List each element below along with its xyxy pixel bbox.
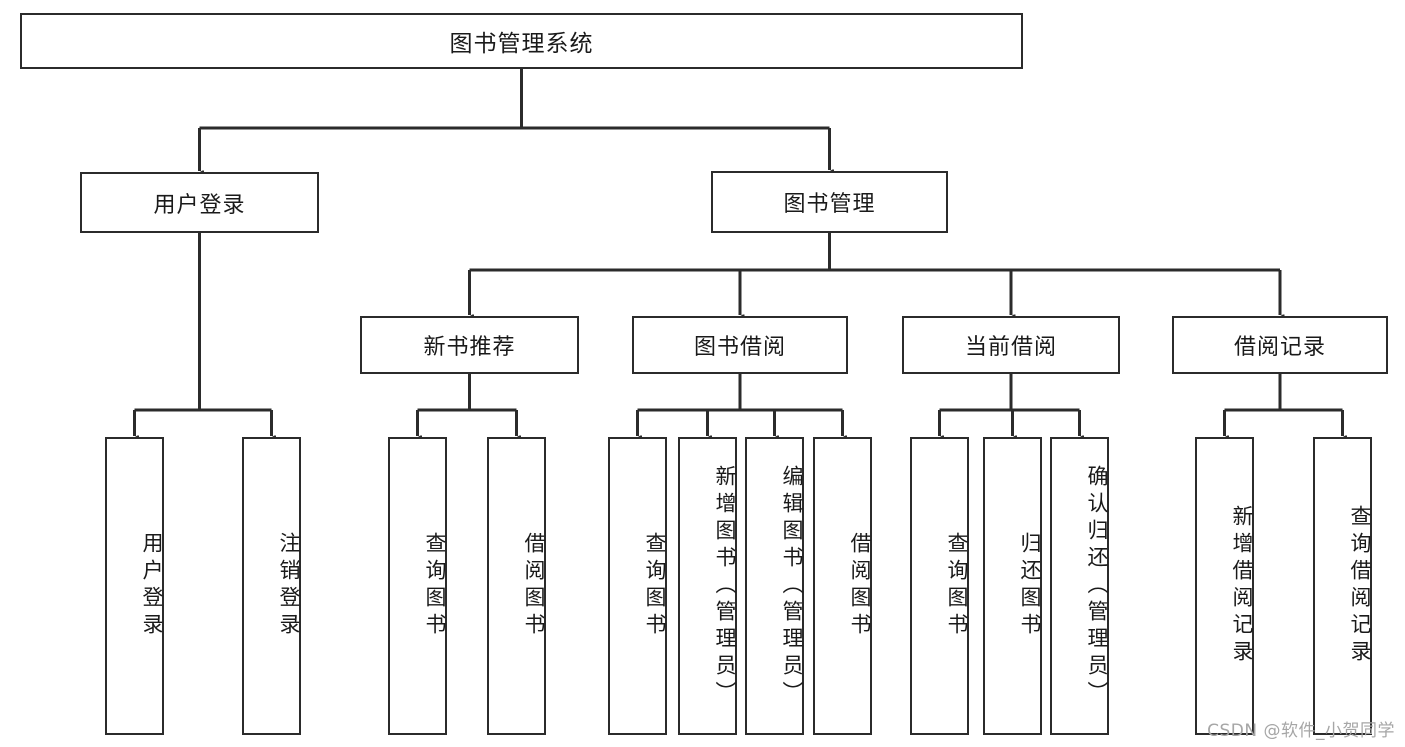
node-leaf-return-book[interactable]: 归还图书 — [983, 437, 1042, 735]
node-new-book-rec[interactable]: 新书推荐 — [360, 316, 579, 374]
node-label-leaf-confirm-ret: 确认归还（管理员） — [1085, 464, 1109, 708]
node-leaf-user-login[interactable]: 用户登录 — [105, 437, 164, 735]
edge-paths — [135, 69, 1343, 436]
node-root[interactable]: 图书管理系统 — [20, 13, 1023, 69]
node-label-leaf-user-login: 用户登录 — [140, 532, 164, 640]
node-label-leaf-borrow-book-2: 借阅图书 — [848, 532, 872, 640]
node-label-leaf-add-book: 新增图书（管理员） — [713, 464, 737, 708]
node-leaf-confirm-ret[interactable]: 确认归还（管理员） — [1050, 437, 1109, 735]
node-label-leaf-query-book-2: 查询图书 — [643, 532, 667, 640]
node-label-leaf-logout: 注销登录 — [277, 532, 301, 640]
watermark: CSDN @软件_小贺同学 — [1207, 721, 1395, 741]
node-label-root: 图书管理系统 — [449, 31, 594, 57]
node-leaf-query-record[interactable]: 查询借阅记录 — [1313, 437, 1372, 735]
node-label-leaf-query-book-3: 查询图书 — [945, 532, 969, 640]
node-label-leaf-add-record: 新增借阅记录 — [1230, 505, 1254, 667]
node-book-borrow[interactable]: 图书借阅 — [632, 316, 848, 374]
node-leaf-logout[interactable]: 注销登录 — [242, 437, 301, 735]
node-label-book-mgmt: 图书管理 — [783, 192, 876, 217]
node-borrow-record[interactable]: 借阅记录 — [1172, 316, 1388, 374]
node-user-login[interactable]: 用户登录 — [80, 172, 319, 233]
node-label-leaf-query-book-1: 查询图书 — [423, 532, 447, 640]
node-leaf-add-book[interactable]: 新增图书（管理员） — [678, 437, 737, 735]
node-leaf-query-book-1[interactable]: 查询图书 — [388, 437, 447, 735]
node-label-book-borrow: 图书借阅 — [693, 335, 786, 360]
node-label-leaf-return-book: 归还图书 — [1018, 532, 1042, 640]
node-label-current-borrow: 当前借阅 — [964, 335, 1057, 360]
node-label-new-book-rec: 新书推荐 — [423, 335, 516, 360]
node-label-user-login: 用户登录 — [153, 192, 246, 218]
node-book-mgmt[interactable]: 图书管理 — [711, 171, 948, 233]
node-leaf-query-book-2[interactable]: 查询图书 — [608, 437, 667, 735]
node-leaf-add-record[interactable]: 新增借阅记录 — [1195, 437, 1254, 735]
node-leaf-query-book-3[interactable]: 查询图书 — [910, 437, 969, 735]
node-label-borrow-record: 借阅记录 — [1233, 335, 1326, 360]
node-leaf-borrow-book-1[interactable]: 借阅图书 — [487, 437, 546, 735]
node-leaf-edit-book[interactable]: 编辑图书（管理员） — [745, 437, 804, 735]
node-current-borrow[interactable]: 当前借阅 — [902, 316, 1120, 374]
node-label-leaf-borrow-book-1: 借阅图书 — [522, 532, 546, 640]
node-label-leaf-edit-book: 编辑图书（管理员） — [780, 464, 804, 708]
node-label-leaf-query-record: 查询借阅记录 — [1348, 505, 1372, 667]
node-leaf-borrow-book-2[interactable]: 借阅图书 — [813, 437, 872, 735]
